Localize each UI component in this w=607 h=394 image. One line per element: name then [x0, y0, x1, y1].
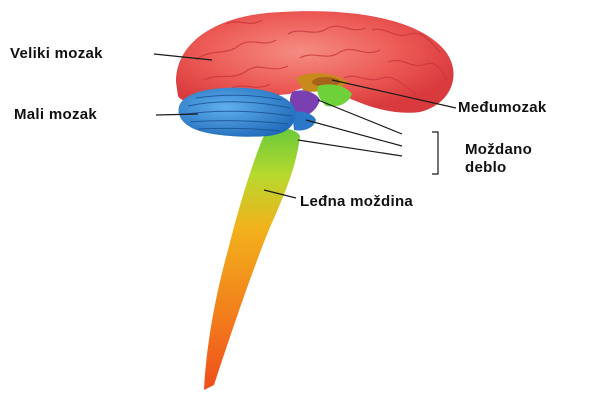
bracket-mozdano-deblo	[432, 132, 438, 174]
label-medjumozak: Međumozak	[458, 99, 547, 117]
label-mozdano-deblo: Moždano deblo	[465, 141, 532, 177]
label-veliki-mozak: Veliki mozak	[10, 45, 103, 63]
label-ledna-mozdina: Leđna moždina	[300, 193, 413, 211]
label-mali-mozak: Mali mozak	[14, 106, 97, 124]
leader-mozdano-3	[298, 140, 402, 156]
label-mozdano-line2: deblo	[465, 159, 532, 177]
leader-mozdano-2	[306, 120, 402, 146]
label-mozdano-line1: Moždano	[465, 141, 532, 159]
spinal-cord-shape	[204, 127, 300, 390]
